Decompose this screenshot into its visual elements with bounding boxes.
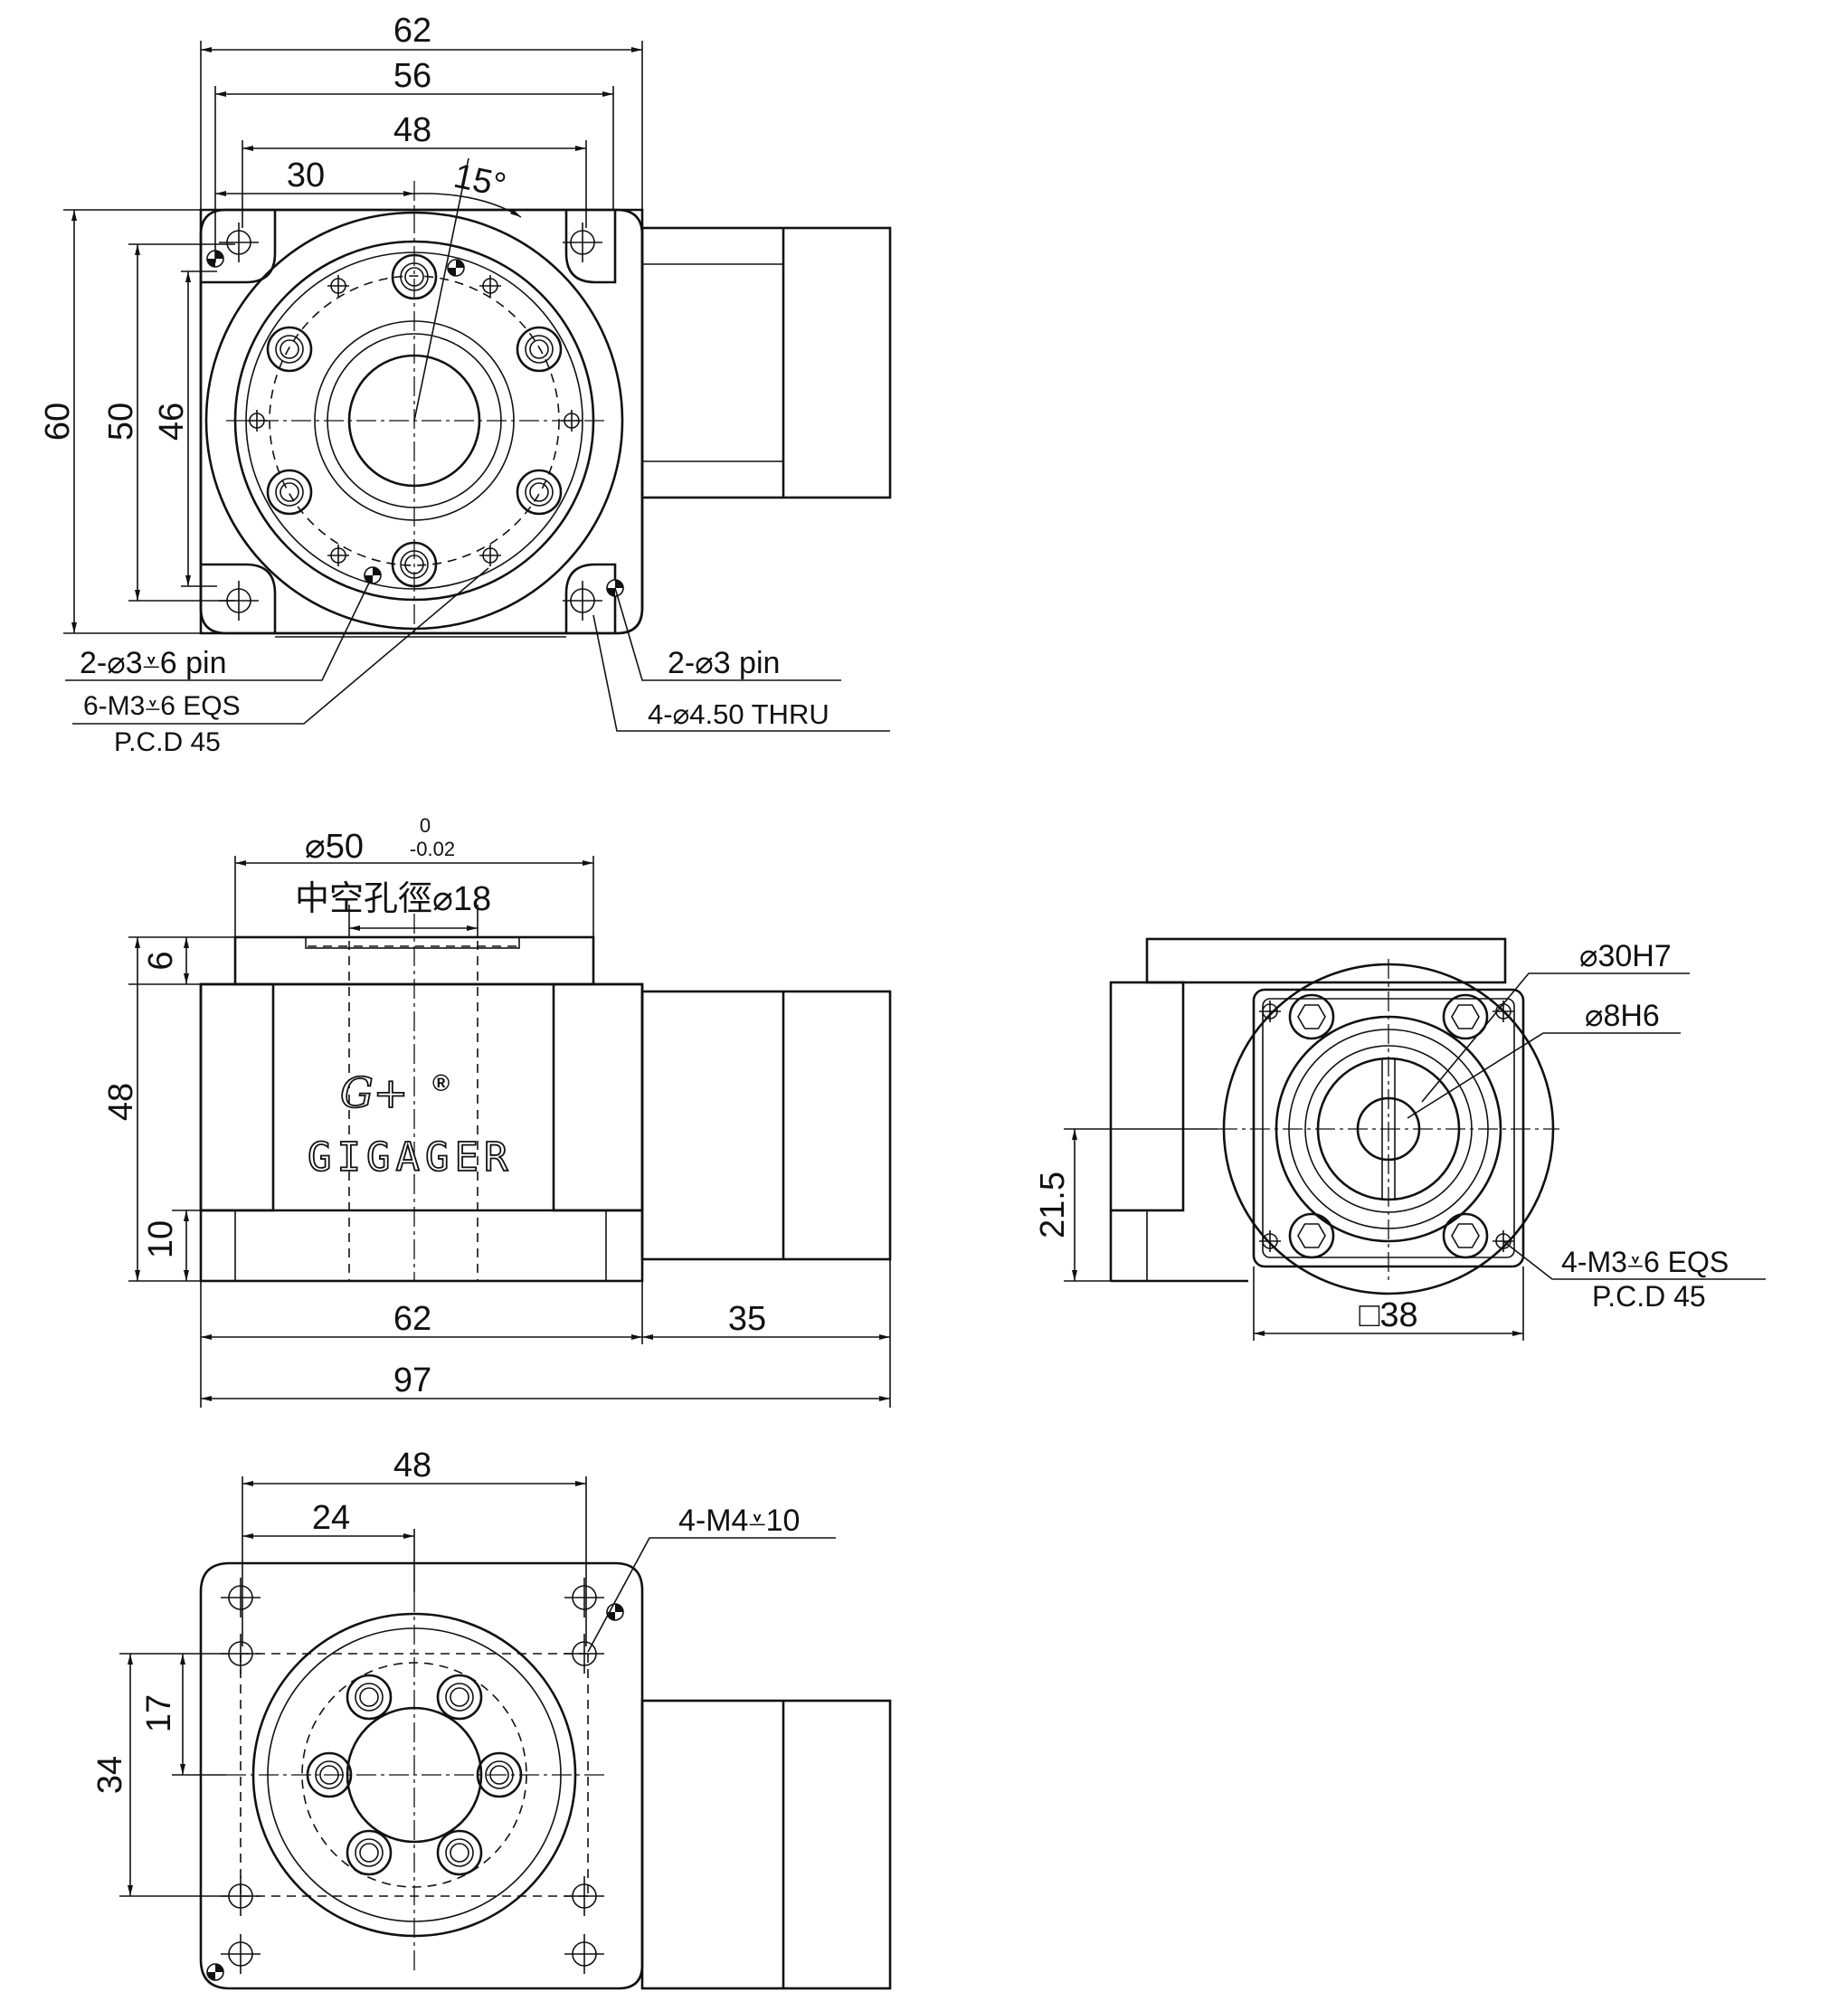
side-flange-top [1145,937,1507,984]
dim-bottom-34: 34 [91,1756,129,1794]
dim-front-dia50: ⌀50 [305,828,364,866]
dim-bottom-24: 24 [312,1499,350,1537]
callout-eqs-left: 6-M3⩡6 EQS [83,691,241,721]
dim-bottom-48: 48 [393,1447,431,1485]
dim-top-56: 56 [393,57,431,95]
dim-bottom-17: 17 [140,1694,178,1732]
dim-front-97: 97 [393,1361,431,1399]
dim-front-10: 10 [142,1220,180,1258]
front-motor [640,990,892,1261]
dim-front-35: 35 [728,1300,766,1338]
bottom-view: 48 24 17 34 4-M4⩡10 [91,1447,892,1990]
side-view: ⌀30H7 ⌀8H6 4-M3⩡6 EQS P.C.D 45 21.5 □38 [1034,937,1766,1341]
logo-registered: ® [432,1069,450,1096]
bottom-tap-label: 4-M4⩡10 [678,1503,800,1538]
dim-front-hollow-bore: 中空孔徑⌀18 [295,880,491,918]
brand-text: GIGAGER [308,1134,513,1181]
dim-top-50: 50 [102,403,140,441]
side-pcd-label: P.C.D 45 [1592,1280,1706,1313]
dim-front-62: 62 [393,1300,431,1338]
callout-pin-left: 2-⌀3⩡6 pin [80,646,227,680]
logo-mark: G+ [340,1068,408,1117]
side-shaft-label: ⌀8H6 [1585,999,1660,1033]
dim-front-tol-upper: 0 [420,814,431,837]
dim-top-48: 48 [393,111,431,149]
dim-top-30: 30 [287,157,325,194]
dim-front-6: 6 [142,951,180,970]
top-motor [640,226,892,499]
front-housing [199,982,644,1283]
bottom-motor [640,1699,892,1990]
callout-pcd-left: P.C.D 45 [114,727,221,757]
dim-front-48: 48 [102,1083,140,1121]
front-view: G+ ® GIGAGER ⌀50 0 -0.02 中空孔徑⌀18 6 48 10… [102,814,892,1408]
callout-pin-right: 2-⌀3 pin [668,646,780,680]
dim-top-46: 46 [153,403,191,441]
top-view: 62 56 48 30 15° 60 50 46 2-⌀3⩡6 pin 6-M3… [39,12,892,757]
side-height-label: 21.5 [1034,1171,1072,1238]
side-square-label: □38 [1359,1296,1417,1334]
dim-top-62: 62 [393,12,431,50]
bottom-housing [199,1561,644,1990]
dim-top-angle: 15° [450,157,509,205]
callout-thru: 4-⌀4.50 THRU [648,698,829,730]
side-bore-label: ⌀30H7 [1579,939,1672,973]
dim-front-tol-lower: -0.02 [410,838,455,860]
side-eqs-label: 4-M3⩡6 EQS [1561,1246,1729,1278]
dim-top-60: 60 [39,403,77,441]
